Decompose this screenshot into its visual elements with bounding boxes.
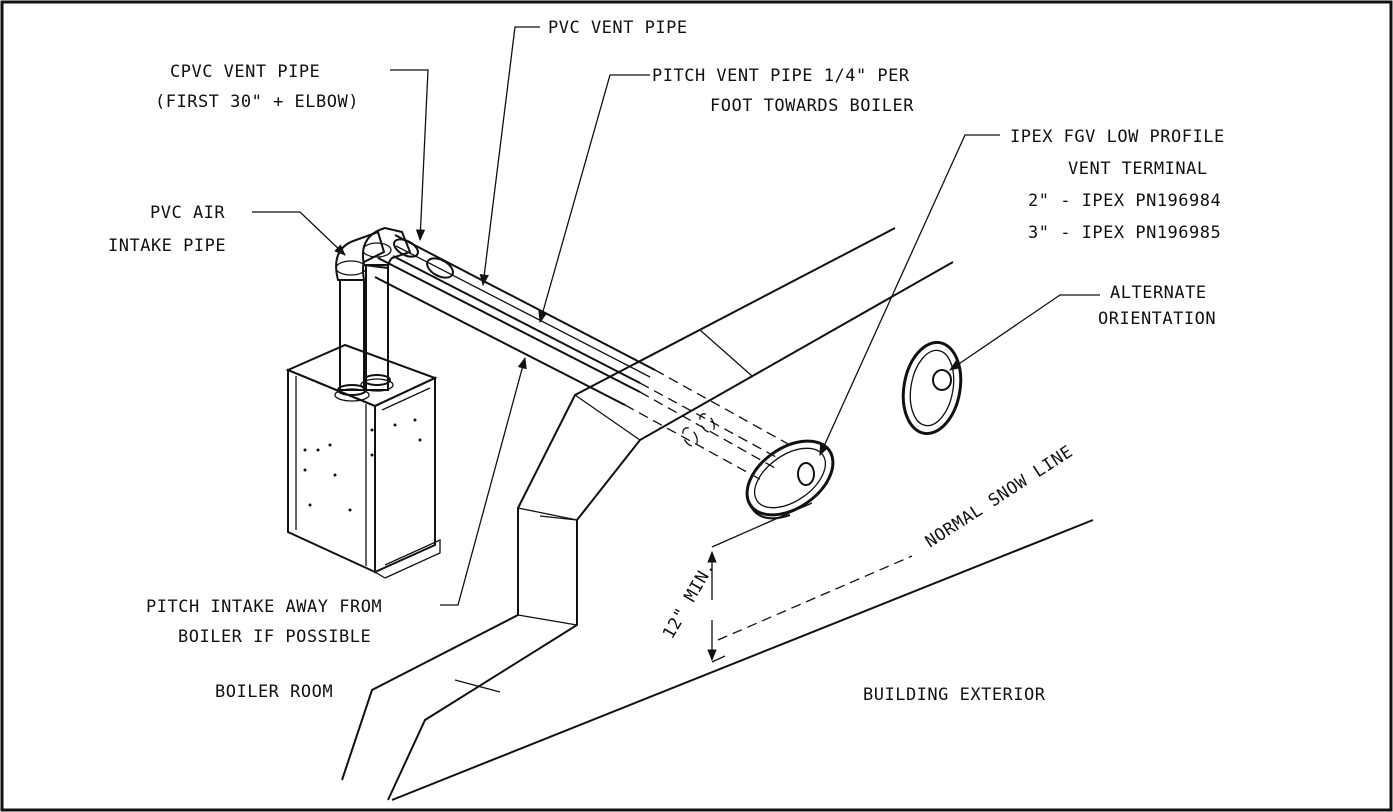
label-ipex-line2: VENT TERMINAL — [1068, 159, 1208, 179]
label-alternate-line1: ALTERNATE — [1110, 283, 1207, 303]
label-pitch-vent-line2: FOOT TOWARDS BOILER — [710, 96, 914, 116]
label-pitch-intake-line1: PITCH INTAKE AWAY FROM — [146, 597, 382, 617]
leader-lines — [252, 26, 1100, 606]
label-building-exterior: BUILDING EXTERIOR — [863, 685, 1046, 705]
label-alternate-line2: ORIENTATION — [1098, 309, 1216, 329]
label-boiler-room: BOILER ROOM — [215, 682, 333, 702]
snow-line — [717, 555, 913, 641]
vertical-pipes — [334, 226, 412, 402]
horizontal-pipes — [374, 234, 791, 483]
label-ipex-line3: 2" - IPEX PN196984 — [1028, 191, 1221, 211]
label-pvc-vent-pipe: PVC VENT PIPE — [548, 18, 688, 38]
label-ipex-line4: 3" - IPEX PN196985 — [1028, 223, 1221, 243]
label-pvc-air-line2: INTAKE PIPE — [108, 236, 226, 256]
vent-terminal — [745, 439, 835, 520]
label-cpvc-line2: (FIRST 30" + ELBOW) — [155, 92, 359, 112]
building-wall — [341, 227, 1094, 801]
label-ipex-line1: IPEX FGV LOW PROFILE — [1010, 127, 1225, 147]
label-pitch-intake-line2: BOILER IF POSSIBLE — [178, 627, 371, 647]
label-pitch-vent-line1: PITCH VENT PIPE 1/4" PER — [652, 66, 910, 86]
alternate-terminal — [901, 340, 963, 436]
label-pvc-air-line1: PVC AIR — [150, 203, 225, 223]
label-cpvc-line1: CPVC VENT PIPE — [170, 62, 320, 82]
label-min-clearance: 12" MIN. — [659, 558, 719, 642]
clearance-dimension — [707, 502, 813, 663]
